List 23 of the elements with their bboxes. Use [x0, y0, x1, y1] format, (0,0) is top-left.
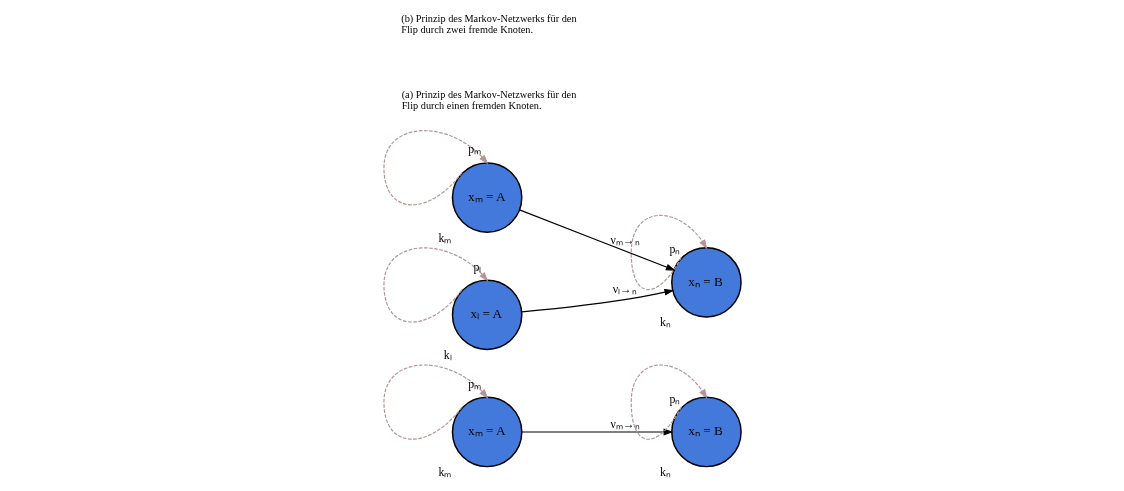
- edge-label: pₘ: [467, 142, 481, 157]
- node-circle: xₘ = A: [451, 396, 522, 468]
- edge-label: pₘ: [467, 376, 481, 391]
- arrow: [630, 215, 707, 291]
- node-label: kₙ: [659, 315, 671, 330]
- node-label: kₘ: [437, 465, 451, 480]
- edge-label: νₘ→ₙ: [610, 417, 640, 432]
- node-label: kₙ: [659, 465, 671, 480]
- arrow: [382, 247, 488, 323]
- node-circle: xₗ = A: [451, 279, 522, 351]
- node-circle: xₘ = A: [451, 162, 522, 233]
- arrow: [520, 288, 674, 313]
- arrow: [630, 364, 707, 440]
- arrow: [382, 364, 488, 440]
- label: (b) Prinzip des Markov-Netzwerks für den Flip durch zwei fremde Knoten.: [400, 13, 577, 36]
- arrow: [518, 209, 676, 271]
- arrow: [382, 130, 488, 206]
- edge-label: pₗ: [472, 259, 481, 274]
- node-label: kₗ: [443, 347, 452, 362]
- edge-label: νₘ→ₙ: [610, 232, 640, 247]
- node-label: kₘ: [437, 230, 451, 245]
- label: (a) Prinzip des Markov-Netzwerks für den Flip durch einen fremden Knoten.: [401, 89, 576, 112]
- edge-label: νₗ→ₙ: [612, 282, 637, 297]
